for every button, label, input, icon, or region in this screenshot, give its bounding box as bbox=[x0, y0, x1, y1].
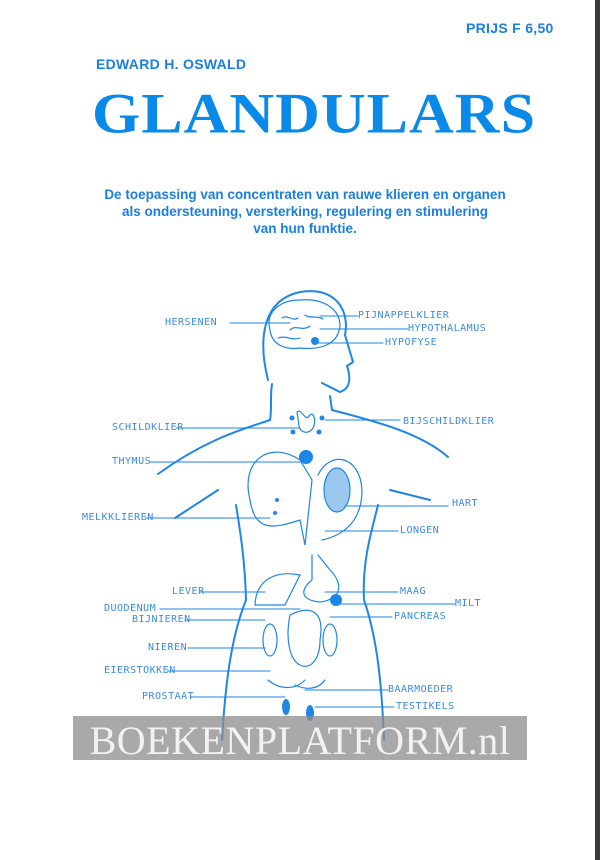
label-melkklieren: MELKKLIEREN bbox=[82, 512, 154, 523]
parathyroid-gland bbox=[319, 415, 325, 421]
label-pancreas: PANCREAS bbox=[394, 611, 447, 622]
watermark-text: BOEKENPLATFORM.nl bbox=[89, 718, 511, 763]
thyroid bbox=[296, 410, 316, 433]
label-longen: LONGEN bbox=[400, 525, 440, 536]
label-hart: HART bbox=[452, 498, 479, 509]
label-thymus: THYMUS bbox=[112, 456, 152, 467]
parathyroid-gland bbox=[290, 429, 296, 435]
testis bbox=[282, 699, 290, 715]
label-hersenen: HERSENEN bbox=[165, 317, 218, 328]
label-baarmoeder: BAARMOEDER bbox=[388, 684, 454, 695]
brain bbox=[268, 299, 341, 350]
label-eierstokken: EIERSTOKKEN bbox=[104, 665, 176, 676]
label-bijnieren: BIJNIEREN bbox=[132, 614, 191, 625]
label-schildklier: SCHILDKLIER bbox=[112, 422, 184, 433]
parathyroid-gland bbox=[316, 429, 322, 435]
mammary-gland bbox=[273, 511, 277, 515]
leader-lines bbox=[144, 315, 456, 708]
hypofyse-gland bbox=[311, 337, 319, 345]
label-hypothalamus: HYPOTHALAMUS bbox=[408, 323, 487, 334]
book-title: GLANDULARS bbox=[92, 82, 537, 146]
label-hypofyse: HYPOFYSE bbox=[385, 337, 438, 348]
label-lever: LEVER bbox=[172, 586, 205, 597]
head-outline bbox=[157, 290, 449, 475]
heart bbox=[323, 467, 351, 513]
thymus-gland bbox=[299, 450, 313, 464]
subtitle-line: De toepassing van concentraten van rauwe… bbox=[104, 187, 506, 202]
label-pijnappelklier: PIJNAPPELKLIER bbox=[358, 310, 450, 321]
uterus bbox=[267, 679, 326, 689]
subtitle-line: als ondersteuning, versterking, reguleri… bbox=[121, 204, 489, 219]
lung-right bbox=[317, 458, 363, 541]
label-bijschildklier: BIJSCHILDKLIER bbox=[403, 416, 495, 427]
lung-left bbox=[247, 451, 313, 546]
mammary-gland bbox=[275, 498, 279, 502]
cover-edge bbox=[595, 0, 600, 860]
watermark: BOEKENPLATFORM.nl bbox=[73, 716, 527, 763]
label-prostaat: PROSTAAT bbox=[142, 691, 195, 702]
subtitle: De toepassing van concentraten van rauwe… bbox=[90, 186, 520, 237]
label-milt: MILT bbox=[455, 598, 482, 609]
author: EDWARD H. OSWALD bbox=[96, 56, 247, 72]
spleen bbox=[330, 594, 342, 606]
price: PRIJS F 6,50 bbox=[466, 20, 554, 36]
label-testikels: TESTIKELS bbox=[396, 701, 455, 712]
liver bbox=[254, 573, 301, 606]
intestines bbox=[287, 609, 322, 667]
subtitle-line: van hun funktie. bbox=[253, 221, 357, 236]
label-nieren: NIEREN bbox=[148, 642, 188, 653]
kidney-left bbox=[262, 623, 278, 657]
label-maag: MAAG bbox=[400, 586, 427, 597]
parathyroid-gland bbox=[289, 415, 295, 421]
stomach bbox=[303, 554, 340, 603]
kidney-right bbox=[322, 623, 338, 657]
label-duodenum: DUODENUM bbox=[104, 603, 157, 614]
torso-outline bbox=[174, 489, 431, 741]
